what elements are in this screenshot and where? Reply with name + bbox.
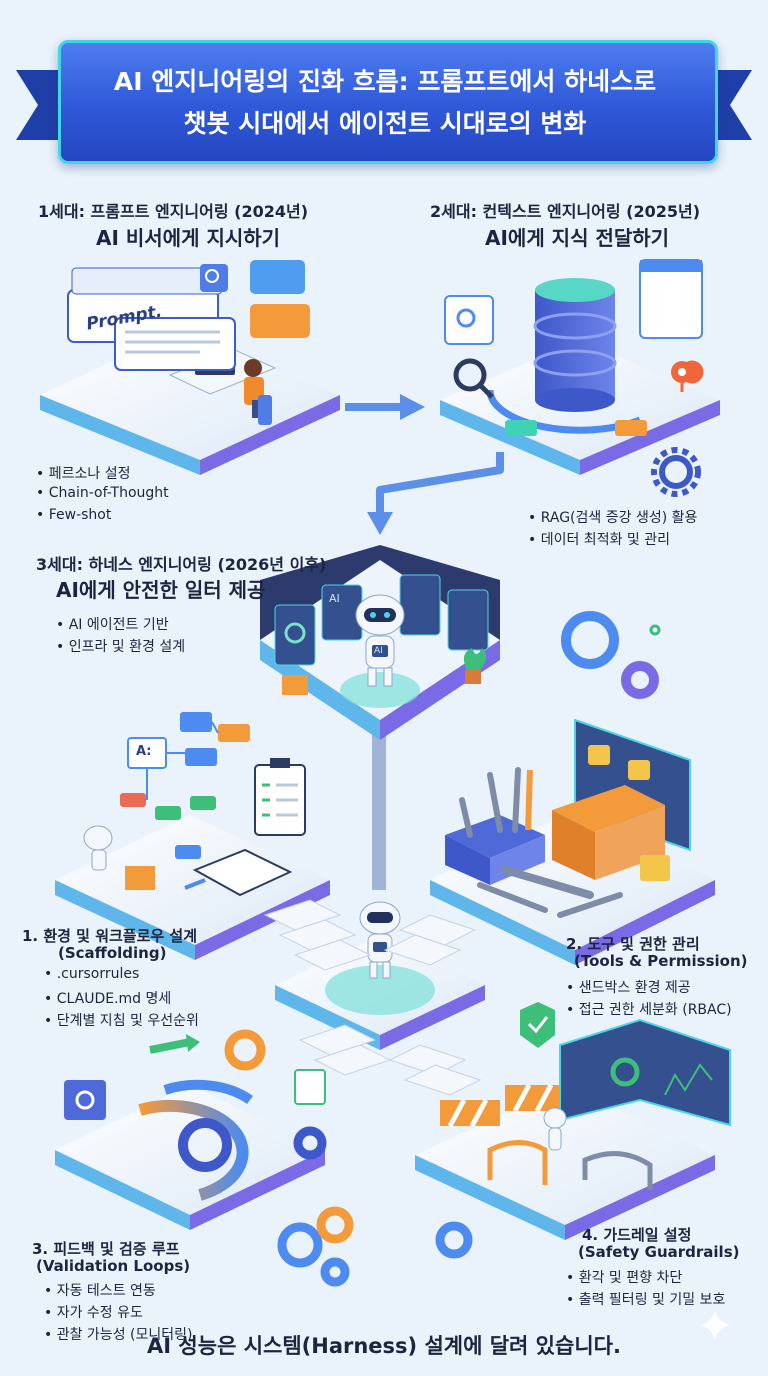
pillar1-bullet: 단계별 지침 및 우선순위 (44, 1010, 199, 1030)
robot-badge: AI (374, 646, 383, 656)
gen1-subtitle: AI 비서에게 지시하기 (96, 226, 281, 250)
pillar2-bullet: 샌드박스 환경 제공 (566, 977, 691, 997)
pillar2-title: 2. 도구 및 권한 관리 (566, 935, 700, 953)
pillar3-bullet: 자가 수정 유도 (44, 1302, 143, 1322)
pillar2-subtitle: (Tools & Permission) (574, 952, 748, 970)
pillar2-bullet: 접근 권한 세분화 (RBAC) (566, 999, 732, 1019)
gen2-platform (440, 259, 720, 475)
banner-title-line1: AI 엔지니어링의 진화 흐름: 프롬프트에서 하네스로 (113, 67, 657, 96)
pillar3-bullet: 관찰 가능성 (모니터링) (44, 1324, 193, 1344)
gen2-bullet: 데이터 최적화 및 관리 (528, 529, 670, 549)
gear-icon (651, 447, 701, 497)
pillar1-subtitle: (Scaffolding) (58, 944, 167, 962)
gen1-header: 1세대: 프롬프트 엔지니어링 (2024년) (38, 202, 309, 221)
pillar4-platform (415, 1002, 731, 1240)
gen3-header: 3세대: 하네스 엔지니어링 (2026년 이후) (36, 555, 327, 574)
gen2-header: 2세대: 컨텍스트 엔지니어링 (2025년) (430, 202, 701, 221)
pillar1-bullet: CLAUDE.md 명세 (44, 988, 172, 1008)
flow-arrows (345, 403, 504, 515)
pillar1-bullet: .cursorrules (44, 966, 140, 982)
gen3-bullet: AI 에이전트 기반 (56, 614, 169, 634)
gen3-bullet: 인프라 및 환경 설계 (56, 636, 185, 656)
gen1-bullet: Chain-of-Thought (36, 485, 169, 501)
sparkle-icon (700, 1310, 730, 1340)
arrow-down-icon (367, 512, 393, 535)
banner-title-line2: 챗봇 시대에서 에이전트 시대로의 변화 (183, 109, 587, 138)
arrow-right-icon (400, 394, 425, 420)
gen2-bullet: RAG(검색 증강 생성) 활용 (528, 507, 698, 527)
pillar4-title: 4. 가드레일 설정 (582, 1226, 692, 1244)
pillar1-title: 1. 환경 및 워크플로우 설계 (22, 927, 198, 945)
hub-platform (263, 899, 485, 1096)
gen3-subtitle: AI에게 안전한 일터 제공 (56, 578, 266, 602)
pillar3-subtitle: (Validation Loops) (36, 1257, 191, 1275)
gears-icon (224, 1029, 473, 1287)
pillar4-bullet: 환각 및 편향 차단 (566, 1267, 683, 1287)
pillar3-platform (55, 1034, 326, 1230)
title-banner (58, 40, 718, 164)
connector-stem (372, 730, 386, 890)
gen2-subtitle: AI에게 지식 전달하기 (485, 226, 670, 250)
gen1-platform (40, 260, 340, 475)
pillar2-platform (430, 718, 715, 965)
pillar3-title: 3. 피드백 및 검증 루프 (32, 1240, 180, 1258)
gen1-bullet: 페르소나 설정 (36, 463, 131, 483)
footer-tagline: AI 성능은 시스템(Harness) 설계에 달려 있습니다. (147, 1334, 621, 1358)
pillar3-bullet: 자동 테스트 연동 (44, 1280, 156, 1300)
gen1-bullet: Few-shot (36, 507, 112, 523)
pillar4-bullet: 출력 필터링 및 기밀 보호 (566, 1289, 726, 1309)
pillar1-platform (55, 712, 330, 960)
flowchart-label: A: (136, 744, 152, 759)
gen3-room (260, 545, 500, 740)
pillar4-subtitle: (Safety Guardrails) (578, 1243, 740, 1261)
gen3-screen-label: AI (329, 592, 340, 605)
gear-cluster-icon (561, 611, 661, 699)
